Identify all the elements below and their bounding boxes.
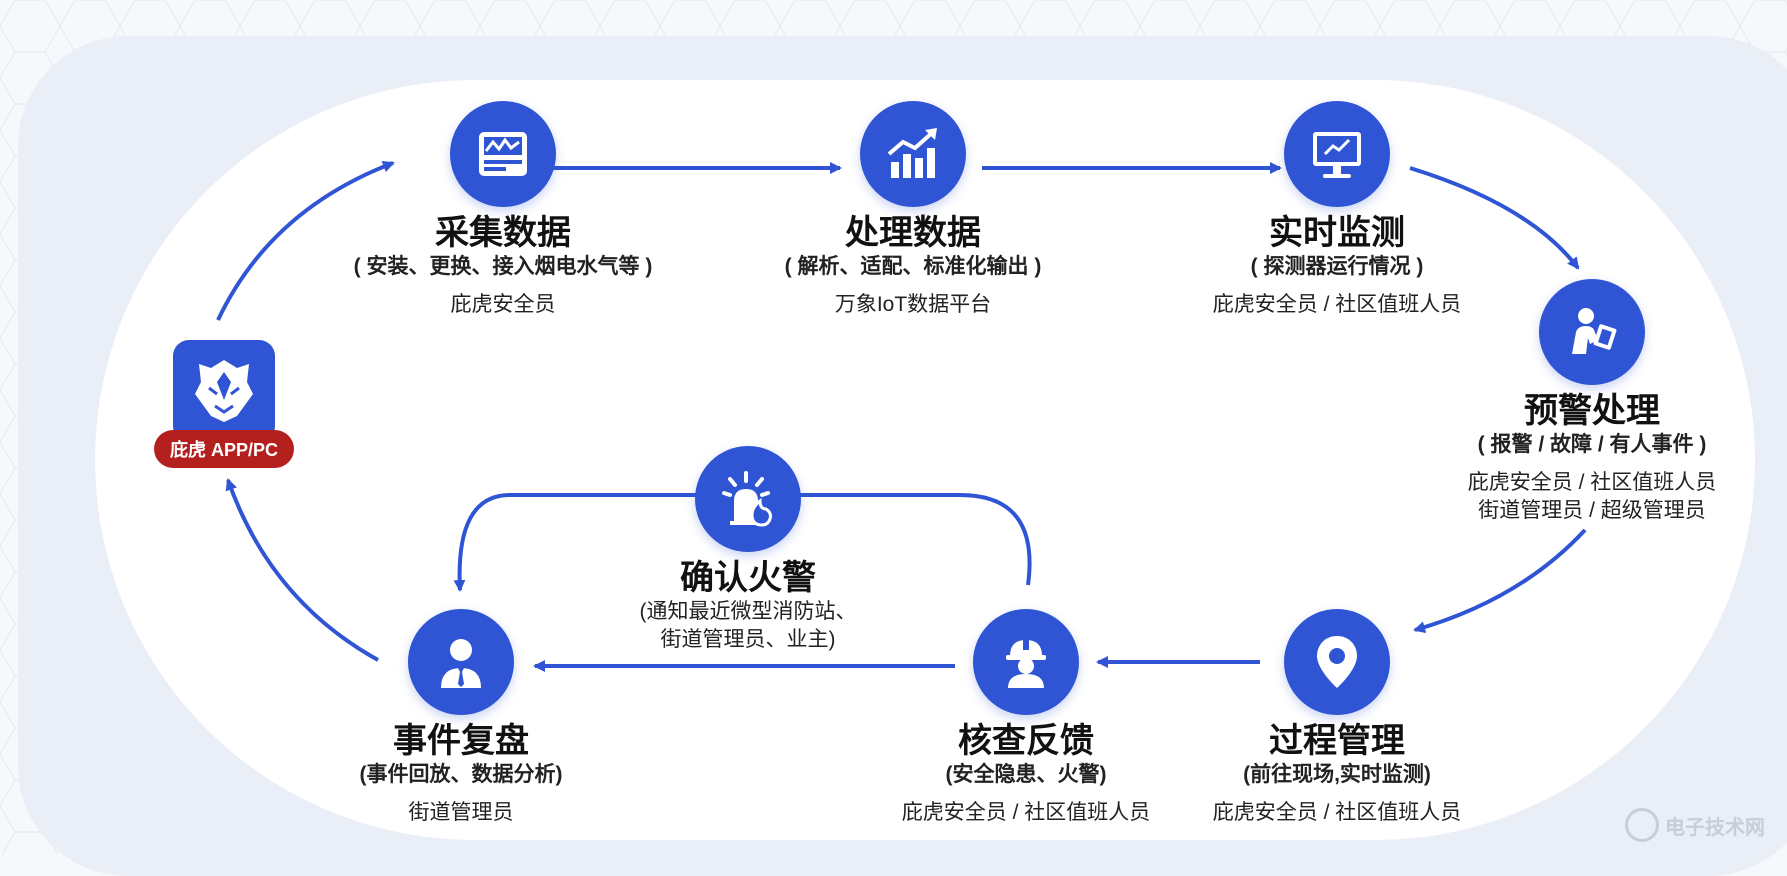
fire-alarm-icon: [695, 446, 801, 552]
node-title: 采集数据: [435, 214, 571, 252]
person-tablet-icon: [1539, 279, 1645, 385]
node-roles: 庇虎安全员 / 社区值班人员: [1212, 293, 1462, 316]
arrow-review-to-app: [225, 478, 379, 662]
node-title: 确认火警: [680, 559, 816, 597]
tiger-logo-icon: [173, 340, 275, 442]
node-subtitle: ( 解析、适配、标准化输出 ): [784, 255, 1042, 278]
node-roles: 庇虎安全员: [450, 293, 556, 316]
node-title: 事件复盘: [393, 722, 529, 760]
node-roles: 庇虎安全员 / 社区值班人员: [1212, 801, 1462, 824]
app-block[interactable]: 庇虎 APP/PC: [148, 340, 300, 468]
growth-chart-icon: [860, 101, 966, 207]
node-collect-data: 采集数据 ( 安装、更换、接入烟电水气等 ) 庇虎安全员: [323, 101, 683, 319]
node-title: 实时监测: [1269, 214, 1405, 252]
arrow-warning-to-process-mgmt: [1413, 528, 1587, 634]
node-process-management: 过程管理 (前往现场,实时监测) 庇虎安全员 / 社区值班人员: [1157, 609, 1517, 827]
node-subtitle: ( 探测器运行情况 ): [1250, 255, 1424, 278]
arrow-monitor-to-warning: [1409, 166, 1580, 270]
node-roles: 万象IoT数据平台: [834, 293, 992, 316]
arrow-inspect-to-fire: [800, 493, 1032, 586]
node-subtitle: (前往现场,实时监测): [1243, 763, 1431, 786]
node-subtitle: ( 报警 / 故障 / 有人事件 ): [1477, 433, 1707, 456]
node-subtitle-1: (通知最近微型消防站、: [639, 600, 857, 623]
monitor-chart-icon: [450, 101, 556, 207]
node-roles: 庇虎安全员 / 社区值班人员: [901, 801, 1151, 824]
node-roles-2: 街道管理员 / 超级管理员: [1478, 499, 1706, 522]
arrow-app-to-collect: [216, 160, 395, 321]
node-inspect-feedback: 核查反馈 (安全隐患、火警) 庇虎安全员 / 社区值班人员: [846, 609, 1206, 827]
watermark-logo-icon: [1625, 808, 1659, 842]
node-subtitle: (事件回放、数据分析): [359, 763, 563, 786]
node-roles: 街道管理员: [408, 801, 514, 824]
node-roles-1: 庇虎安全员 / 社区值班人员: [1467, 471, 1717, 494]
node-title: 处理数据: [845, 214, 981, 252]
location-pin-icon: [1284, 609, 1390, 715]
node-title: 预警处理: [1524, 392, 1660, 430]
node-subtitle: ( 安装、更换、接入烟电水气等 ): [353, 255, 653, 278]
screen-chart-icon: [1284, 101, 1390, 207]
arrow-fire-to-review: [453, 493, 700, 592]
inner-panel: [95, 80, 1755, 840]
node-title: 核查反馈: [958, 722, 1094, 760]
app-badge: 庇虎 APP/PC: [153, 430, 295, 468]
flow-arrows: [216, 160, 1587, 672]
node-process-data: 处理数据 ( 解析、适配、标准化输出 ) 万象IoT数据平台: [733, 101, 1093, 319]
worker-helmet-icon: [973, 609, 1079, 715]
watermark-text: 电子技术网: [1665, 816, 1765, 839]
businessman-icon: [408, 609, 514, 715]
node-early-warning: 预警处理 ( 报警 / 故障 / 有人事件 ) 庇虎安全员 / 社区值班人员 街…: [1412, 279, 1772, 525]
watermark: 电子技术网: [1625, 808, 1765, 842]
node-title: 过程管理: [1269, 722, 1405, 760]
node-event-review: 事件复盘 (事件回放、数据分析) 街道管理员: [281, 609, 641, 827]
node-confirm-fire: 确认火警 (通知最近微型消防站、 街道管理员、业主): [568, 446, 928, 654]
node-realtime-monitor: 实时监测 ( 探测器运行情况 ) 庇虎安全员 / 社区值班人员: [1157, 101, 1517, 319]
node-subtitle-2: 街道管理员、业主): [660, 628, 836, 651]
node-subtitle: (安全隐患、火警): [945, 763, 1107, 786]
